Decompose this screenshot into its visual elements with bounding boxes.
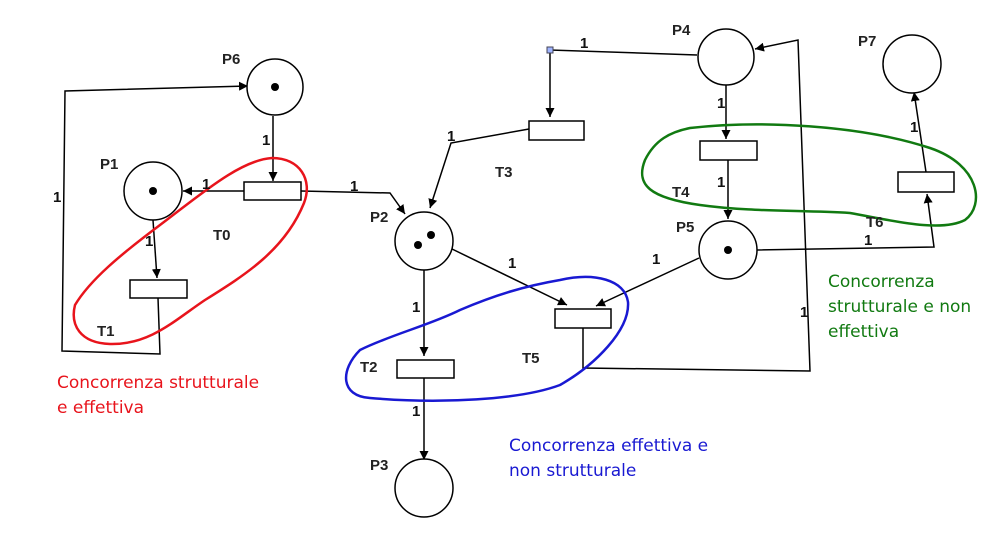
token-p5-1 [724, 246, 732, 254]
weight-t1-p6: 1 [53, 189, 61, 206]
place-label-p7: P7 [858, 33, 876, 50]
annotation-blue: Concorrenza effettiva e non strutturale [509, 436, 709, 481]
place-p2[interactable] [394, 211, 454, 271]
place-label-p4: P4 [672, 22, 691, 39]
transition-t0[interactable] [243, 181, 302, 201]
weight-p5-t5: 1 [652, 251, 660, 268]
weight-p1-t1: 1 [145, 233, 153, 250]
arc-t0-p2 [300, 190, 406, 215]
weight-t4-p5: 1 [717, 174, 725, 191]
transition-label-t6: T6 [866, 214, 884, 231]
transition-t6[interactable] [897, 171, 955, 193]
transition-t5[interactable] [554, 308, 612, 329]
weight-t6-p7: 1 [910, 119, 918, 136]
token-p1-1 [149, 187, 157, 195]
place-label-p3: P3 [370, 457, 388, 474]
arc-junction-handle[interactable] [546, 46, 554, 54]
arc-t5-p4 [582, 39, 811, 372]
arc-t1-p6 [61, 81, 249, 355]
weight-p4-t4: 1 [717, 95, 725, 112]
weight-t3-p2: 1 [447, 128, 455, 145]
transition-label-t0: T0 [213, 227, 231, 244]
arc-p4-t3 [545, 49, 698, 117]
arc-p2-t5 [449, 247, 568, 306]
arc-p5-t6 [756, 193, 935, 251]
place-p7[interactable] [882, 34, 942, 94]
blue-concurrency-outline [344, 275, 630, 402]
transition-label-t3: T3 [495, 164, 513, 181]
weight-t5-p4: 1 [800, 304, 808, 321]
place-p4[interactable] [697, 28, 755, 86]
weight-p2-t2: 1 [412, 299, 420, 316]
weight-p4-t3: 1 [580, 35, 588, 52]
transition-t1[interactable] [129, 279, 188, 299]
place-p3[interactable] [394, 458, 454, 518]
transition-label-t1: T1 [97, 323, 115, 340]
token-p6-1 [271, 83, 279, 91]
transition-label-t4: T4 [672, 184, 690, 201]
transition-label-t2: T2 [360, 359, 378, 376]
transition-t4[interactable] [699, 140, 758, 161]
weight-p5-t6: 1 [864, 232, 872, 249]
token-p2-2 [427, 231, 435, 239]
annotation-red: Concorrenza strutturale e effettiva [57, 373, 260, 418]
arc-t6-p7 [910, 91, 927, 173]
red-concurrency-outline [72, 156, 309, 346]
weight-p2-t5: 1 [508, 255, 516, 272]
arc-t3-p2 [428, 128, 530, 209]
annotation-green: Concorrenza strutturale e non effettiva [828, 272, 972, 342]
token-p2-1 [414, 241, 422, 249]
weight-t0-p2: 1 [350, 178, 358, 195]
transition-label-t5: T5 [522, 350, 540, 367]
weight-p6-t0: 1 [262, 132, 270, 149]
transition-t3[interactable] [528, 120, 585, 141]
green-concurrency-outline [640, 123, 978, 227]
place-label-p6: P6 [222, 51, 240, 68]
arc-p5-t5 [595, 257, 700, 307]
place-label-p1: P1 [100, 156, 118, 173]
place-label-p5: P5 [676, 219, 694, 236]
transition-t2[interactable] [396, 359, 455, 379]
place-label-p2: P2 [370, 209, 388, 226]
weight-t0-p1: 1 [202, 176, 210, 193]
weight-t2-p3: 1 [412, 403, 420, 420]
